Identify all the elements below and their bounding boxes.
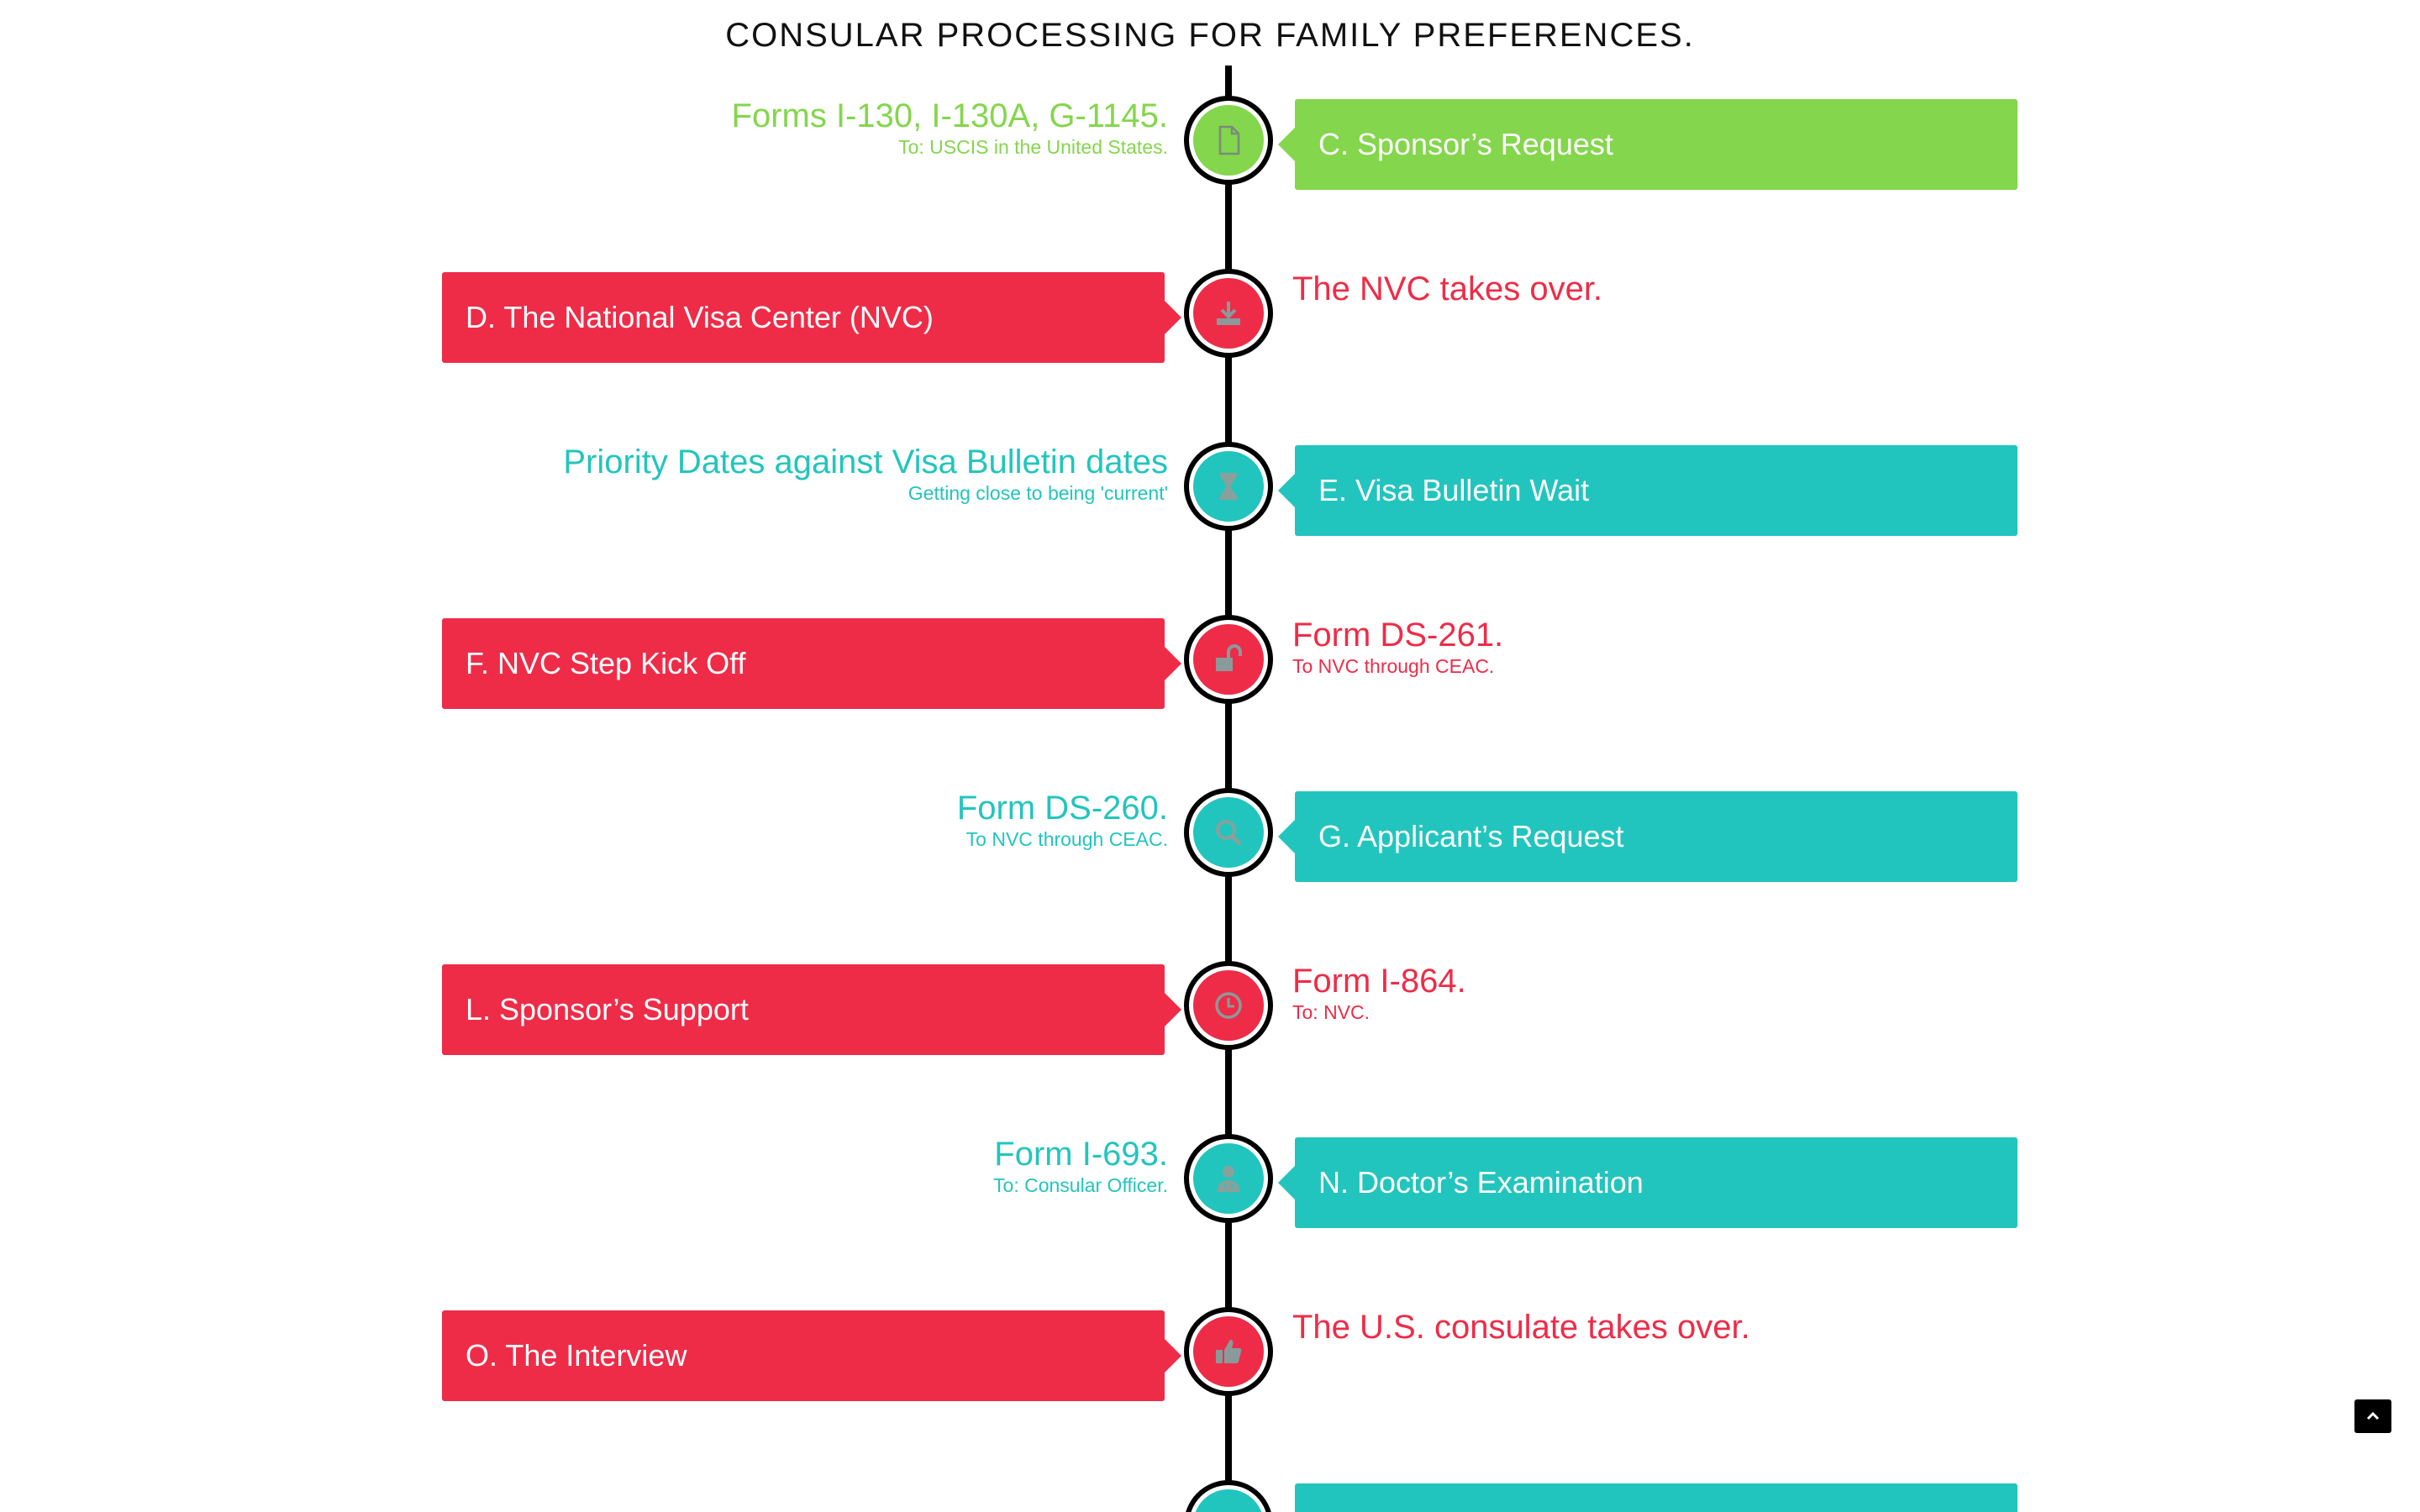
timeline-row: Form I-693. To: Consular Officer. N. Doc… <box>0 1122 2420 1228</box>
timeline-info: Form I-864. To: NVC. <box>1292 961 1466 1023</box>
info-subtitle: To: NVC. <box>1292 1001 1370 1023</box>
timeline-node <box>1184 1480 1273 1512</box>
info-title: The NVC takes over. <box>1292 270 1603 307</box>
timeline-row: O. The Interview The U.S. consulate take… <box>0 1295 2420 1401</box>
info-subtitle: To NVC through CEAC. <box>1292 655 1495 677</box>
panel-label: E. Visa Bulletin Wait <box>1318 473 1590 507</box>
timeline-info: Priority Dates against Visa Bulletin dat… <box>563 442 1168 504</box>
unlock-icon <box>1193 624 1264 695</box>
timeline-row <box>0 1468 2420 1512</box>
panel-label: N. Doctor’s Examination <box>1318 1165 1644 1200</box>
timeline-node <box>1184 442 1273 531</box>
panel-label: O. The Interview <box>466 1338 687 1373</box>
info-subtitle: To: Consular Officer. <box>993 1174 1168 1196</box>
timeline-node <box>1184 1307 1273 1396</box>
timeline-info: Form DS-260. To NVC through CEAC. <box>957 788 1168 850</box>
chevron-up-icon <box>2364 1407 2382 1425</box>
timeline-panel[interactable]: C. Sponsor’s Request <box>1278 99 2018 190</box>
timeline-row: D. The National Visa Center (NVC) The NV… <box>0 257 2420 363</box>
scroll-to-top-button[interactable] <box>2354 1399 2391 1433</box>
timeline-row: F. NVC Step Kick Off Form DS-261. To NVC… <box>0 603 2420 709</box>
timeline-row: L. Sponsor’s Support Form I-864. To: NVC… <box>0 949 2420 1055</box>
timeline-info: The NVC takes over. <box>1292 269 1602 309</box>
panel-label: G. Applicant’s Request <box>1318 819 1624 853</box>
download-icon <box>1193 278 1264 349</box>
timeline-info: Form I-693. To: Consular Officer. <box>993 1134 1168 1196</box>
panel-label: D. The National Visa Center (NVC) <box>466 300 934 334</box>
info-title: Form DS-261. <box>1292 617 1504 654</box>
timeline-node <box>1184 269 1273 358</box>
timeline-panel[interactable] <box>1295 1483 2018 1512</box>
timeline-panel[interactable]: F. NVC Step Kick Off <box>442 618 1181 709</box>
timeline-node <box>1184 615 1273 704</box>
info-subtitle: To: USCIS in the United States. <box>898 136 1168 158</box>
document-icon <box>1193 105 1264 176</box>
timeline-node <box>1184 961 1273 1050</box>
info-title: Form I-864. <box>1292 963 1466 1000</box>
timeline-node <box>1184 1134 1273 1223</box>
page-title: CONSULAR PROCESSING FOR FAMILY PREFERENC… <box>725 17 1695 54</box>
timeline-node <box>1184 788 1273 877</box>
timeline-info: Form DS-261. To NVC through CEAC. <box>1292 615 1503 677</box>
info-subtitle: To NVC through CEAC. <box>965 828 1168 850</box>
timeline-panel[interactable]: D. The National Visa Center (NVC) <box>442 272 1181 363</box>
timeline-panel[interactable]: E. Visa Bulletin Wait <box>1278 445 2018 536</box>
timeline-row: Form DS-260. To NVC through CEAC. G. App… <box>0 776 2420 882</box>
panel-label: C. Sponsor’s Request <box>1318 127 1613 161</box>
panel-label: L. Sponsor’s Support <box>466 992 749 1026</box>
info-title: The U.S. consulate takes over. <box>1292 1309 1750 1346</box>
info-subtitle: Getting close to being 'current' <box>908 482 1168 504</box>
clock-icon <box>1193 970 1264 1041</box>
panel-label: F. NVC Step Kick Off <box>466 646 746 680</box>
info-title: Form I-693. <box>994 1136 1168 1173</box>
thumbs-up-icon <box>1193 1316 1264 1387</box>
timeline-panel[interactable]: O. The Interview <box>442 1310 1181 1401</box>
timeline-row: Forms I-130, I-130A, G-1145. To: USCIS i… <box>0 84 2420 190</box>
info-title: Form DS-260. <box>956 790 1168 827</box>
doctor-icon <box>1193 1143 1264 1214</box>
timeline-row: Priority Dates against Visa Bulletin dat… <box>0 430 2420 536</box>
timeline-node-icon <box>1193 1489 1264 1512</box>
timeline-node <box>1184 96 1273 185</box>
info-title: Forms I-130, I-130A, G-1145. <box>731 97 1168 134</box>
timeline-panel[interactable]: N. Doctor’s Examination <box>1278 1137 2018 1228</box>
timeline-info: The U.S. consulate takes over. <box>1292 1307 1750 1347</box>
search-icon <box>1193 797 1264 868</box>
timeline-info: Forms I-130, I-130A, G-1145. To: USCIS i… <box>732 96 1168 158</box>
info-title: Priority Dates against Visa Bulletin dat… <box>563 444 1168 480</box>
timeline-panel[interactable]: L. Sponsor’s Support <box>442 964 1181 1055</box>
timeline-panel[interactable]: G. Applicant’s Request <box>1278 791 2018 882</box>
hourglass-icon <box>1193 451 1264 522</box>
